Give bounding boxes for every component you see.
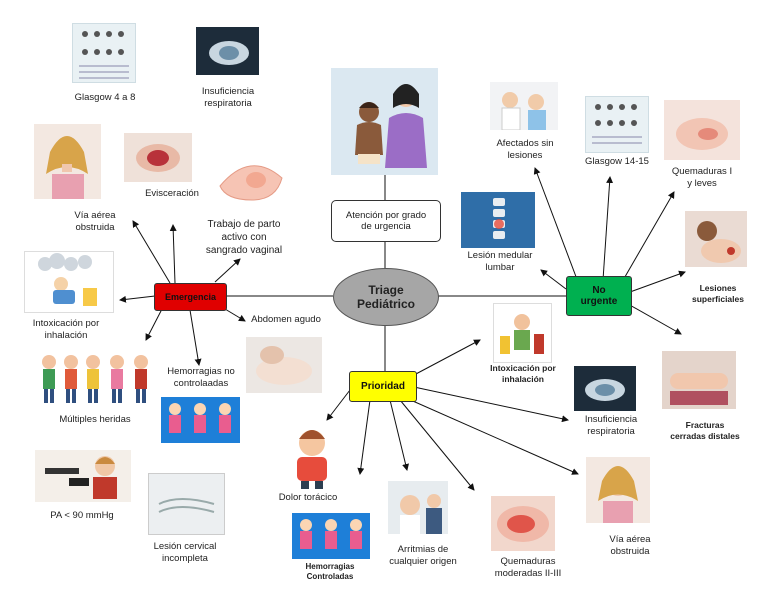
attention-label: Atención por grado de urgencia — [345, 210, 427, 232]
prioridad-item-intoxicacion: Intoxicación por inhalación — [490, 363, 556, 385]
prioridad-item-insuficiencia: Insuficiencia respiratoria — [584, 414, 638, 438]
no-urgente-label: No urgente — [580, 285, 618, 307]
respiratory-mask-image-right — [574, 366, 636, 411]
prioridad-label: Prioridad — [361, 381, 405, 392]
no-urgente-item-fracturas: Fracturas cerradas distales — [670, 420, 740, 442]
injured-children-image — [37, 352, 157, 406]
no-urgente-node: No urgente — [566, 276, 632, 316]
minor-burns-image — [664, 100, 740, 160]
blood-pressure-image — [35, 450, 131, 502]
respiratory-mask-image — [196, 27, 259, 75]
prioridad-item-quemaduras: Quemaduras moderadas II-III — [494, 556, 562, 580]
unharmed-exam-image — [490, 82, 558, 130]
prioridad-item-via-aerea: Vía aérea obstruida — [609, 534, 651, 558]
cervical-xray-image — [148, 473, 225, 535]
closed-fracture-image — [662, 351, 736, 409]
emergencia-item-via-aerea: Vía aérea obstruida — [74, 210, 116, 234]
no-urgente-item-glasgow: Glasgow 14-15 — [585, 156, 649, 167]
emergencia-node: Emergencia — [154, 283, 227, 311]
arrhythmia-exam-image — [388, 481, 448, 534]
glasgow-chart-image-right — [585, 96, 649, 153]
center-label: Triage Pediátrico — [356, 283, 416, 311]
emergencia-item-pa: PA < 90 mmHg — [50, 510, 114, 521]
emergencia-item-lesion-cervical: Lesión cervical incompleta — [153, 541, 217, 565]
center-node: Triage Pediátrico — [333, 268, 439, 326]
prioridad-item-dolor-toracico: Dolor torácico — [278, 492, 338, 503]
no-urgente-item-quemaduras: Quemaduras I y leves — [671, 166, 733, 190]
attention-box: Atención por grado de urgencia — [331, 200, 441, 242]
no-urgente-item-lesiones-superficiales: Lesiones superficiales — [692, 283, 744, 305]
emergencia-item-evisceracion: Evisceración — [145, 188, 199, 199]
emergencia-item-insuficiencia: Insuficiencia respiratoria — [201, 86, 255, 110]
labor-illustration — [212, 146, 290, 204]
hemorrhage-kids-panel-1 — [161, 397, 240, 443]
emergencia-item-hemorragias: Hemorragias no controlaadas — [167, 366, 235, 390]
glasgow-chart-image — [72, 23, 136, 83]
no-urgente-item-afectados: Afectados sin lesiones — [496, 138, 554, 162]
nurse-child-illustration — [331, 68, 438, 175]
moderate-burns-image — [491, 496, 555, 551]
emergencia-item-intoxicacion: Intoxicación por inhalación — [32, 318, 100, 342]
inhalation-cartoon-left — [24, 251, 114, 313]
evisceration-image — [124, 133, 192, 182]
prioridad-item-arritmias: Arritmias de cualquier origen — [389, 544, 457, 568]
inhalation-cartoon-right — [493, 303, 552, 363]
acute-abdomen-image — [246, 337, 322, 393]
emergencia-item-trabajo-parto: Trabajo de parto activo con sangrado vag… — [205, 219, 283, 256]
emergencia-item-abdomen: Abdomen agudo — [251, 314, 321, 325]
emergencia-item-glasgow: Glasgow 4 a 8 — [74, 92, 136, 103]
no-urgente-item-lesion-medular: Lesión medular lumbar — [467, 250, 533, 274]
airway-obstruction-image-right — [586, 457, 650, 523]
hemorrhage-kids-panel-2 — [292, 513, 370, 559]
prioridad-node: Prioridad — [349, 371, 417, 402]
emergencia-item-multiples-heridas: Múltiples heridas — [59, 414, 131, 425]
superficial-lesions-image — [685, 211, 747, 267]
emergencia-label: Emergencia — [164, 292, 217, 302]
lumbar-spine-image — [461, 192, 535, 248]
chest-pain-boy-illustration — [285, 425, 340, 489]
airway-obstruction-image — [34, 124, 101, 199]
prioridad-item-hemorragias: Hemorragias Controladas — [305, 562, 355, 582]
